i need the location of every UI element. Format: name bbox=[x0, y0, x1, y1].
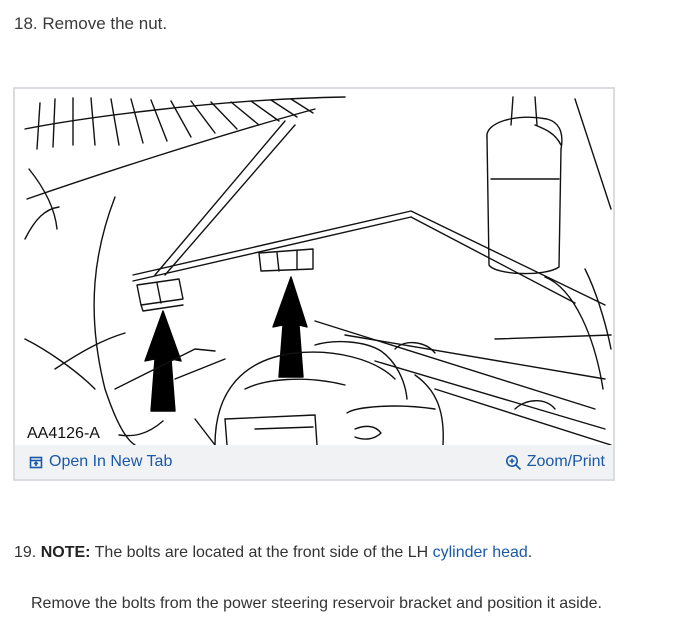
step-19-note: 19. NOTE: The bolts are located at the f… bbox=[14, 544, 532, 562]
bracket-plate bbox=[132, 210, 606, 306]
cylinder-head-link[interactable]: cylinder head bbox=[432, 544, 528, 561]
arrow-right bbox=[272, 276, 308, 378]
open-in-new-tab-label: Open In New Tab bbox=[49, 453, 173, 470]
figure-code-label: AA4126-A bbox=[25, 425, 102, 443]
open-in-new-tab-icon bbox=[29, 456, 43, 468]
reservoir-pipe bbox=[486, 96, 612, 390]
note-label: NOTE: bbox=[40, 544, 91, 561]
figure-toolbar: Open In New Tab Zoom/Print bbox=[15, 445, 613, 479]
ribbed-cover bbox=[24, 96, 346, 240]
step-19-number: 19. bbox=[14, 544, 37, 561]
zoom-print-link[interactable]: Zoom/Print bbox=[505, 453, 605, 471]
open-in-new-tab-link[interactable]: Open In New Tab bbox=[29, 453, 172, 471]
step-19-body: Remove the bolts from the power steering… bbox=[31, 595, 602, 612]
engine-contour bbox=[93, 196, 136, 445]
service-illustration[interactable]: AA4126-A bbox=[15, 89, 613, 445]
zoom-print-label: Zoom/Print bbox=[526, 453, 605, 470]
note-text: The bolts are located at the front side … bbox=[94, 544, 429, 561]
step-18-title: 18. Remove the nut. bbox=[14, 14, 168, 33]
nut-right bbox=[258, 248, 314, 272]
arrow-left bbox=[144, 310, 182, 412]
leader-line bbox=[118, 420, 164, 437]
engine-block bbox=[114, 320, 612, 445]
zoom-in-icon bbox=[505, 454, 521, 470]
figure-container: AA4126-A Open In New Tab Zoom/Print bbox=[13, 87, 615, 481]
nut-left bbox=[136, 278, 184, 312]
note-text-end: . bbox=[527, 544, 533, 561]
